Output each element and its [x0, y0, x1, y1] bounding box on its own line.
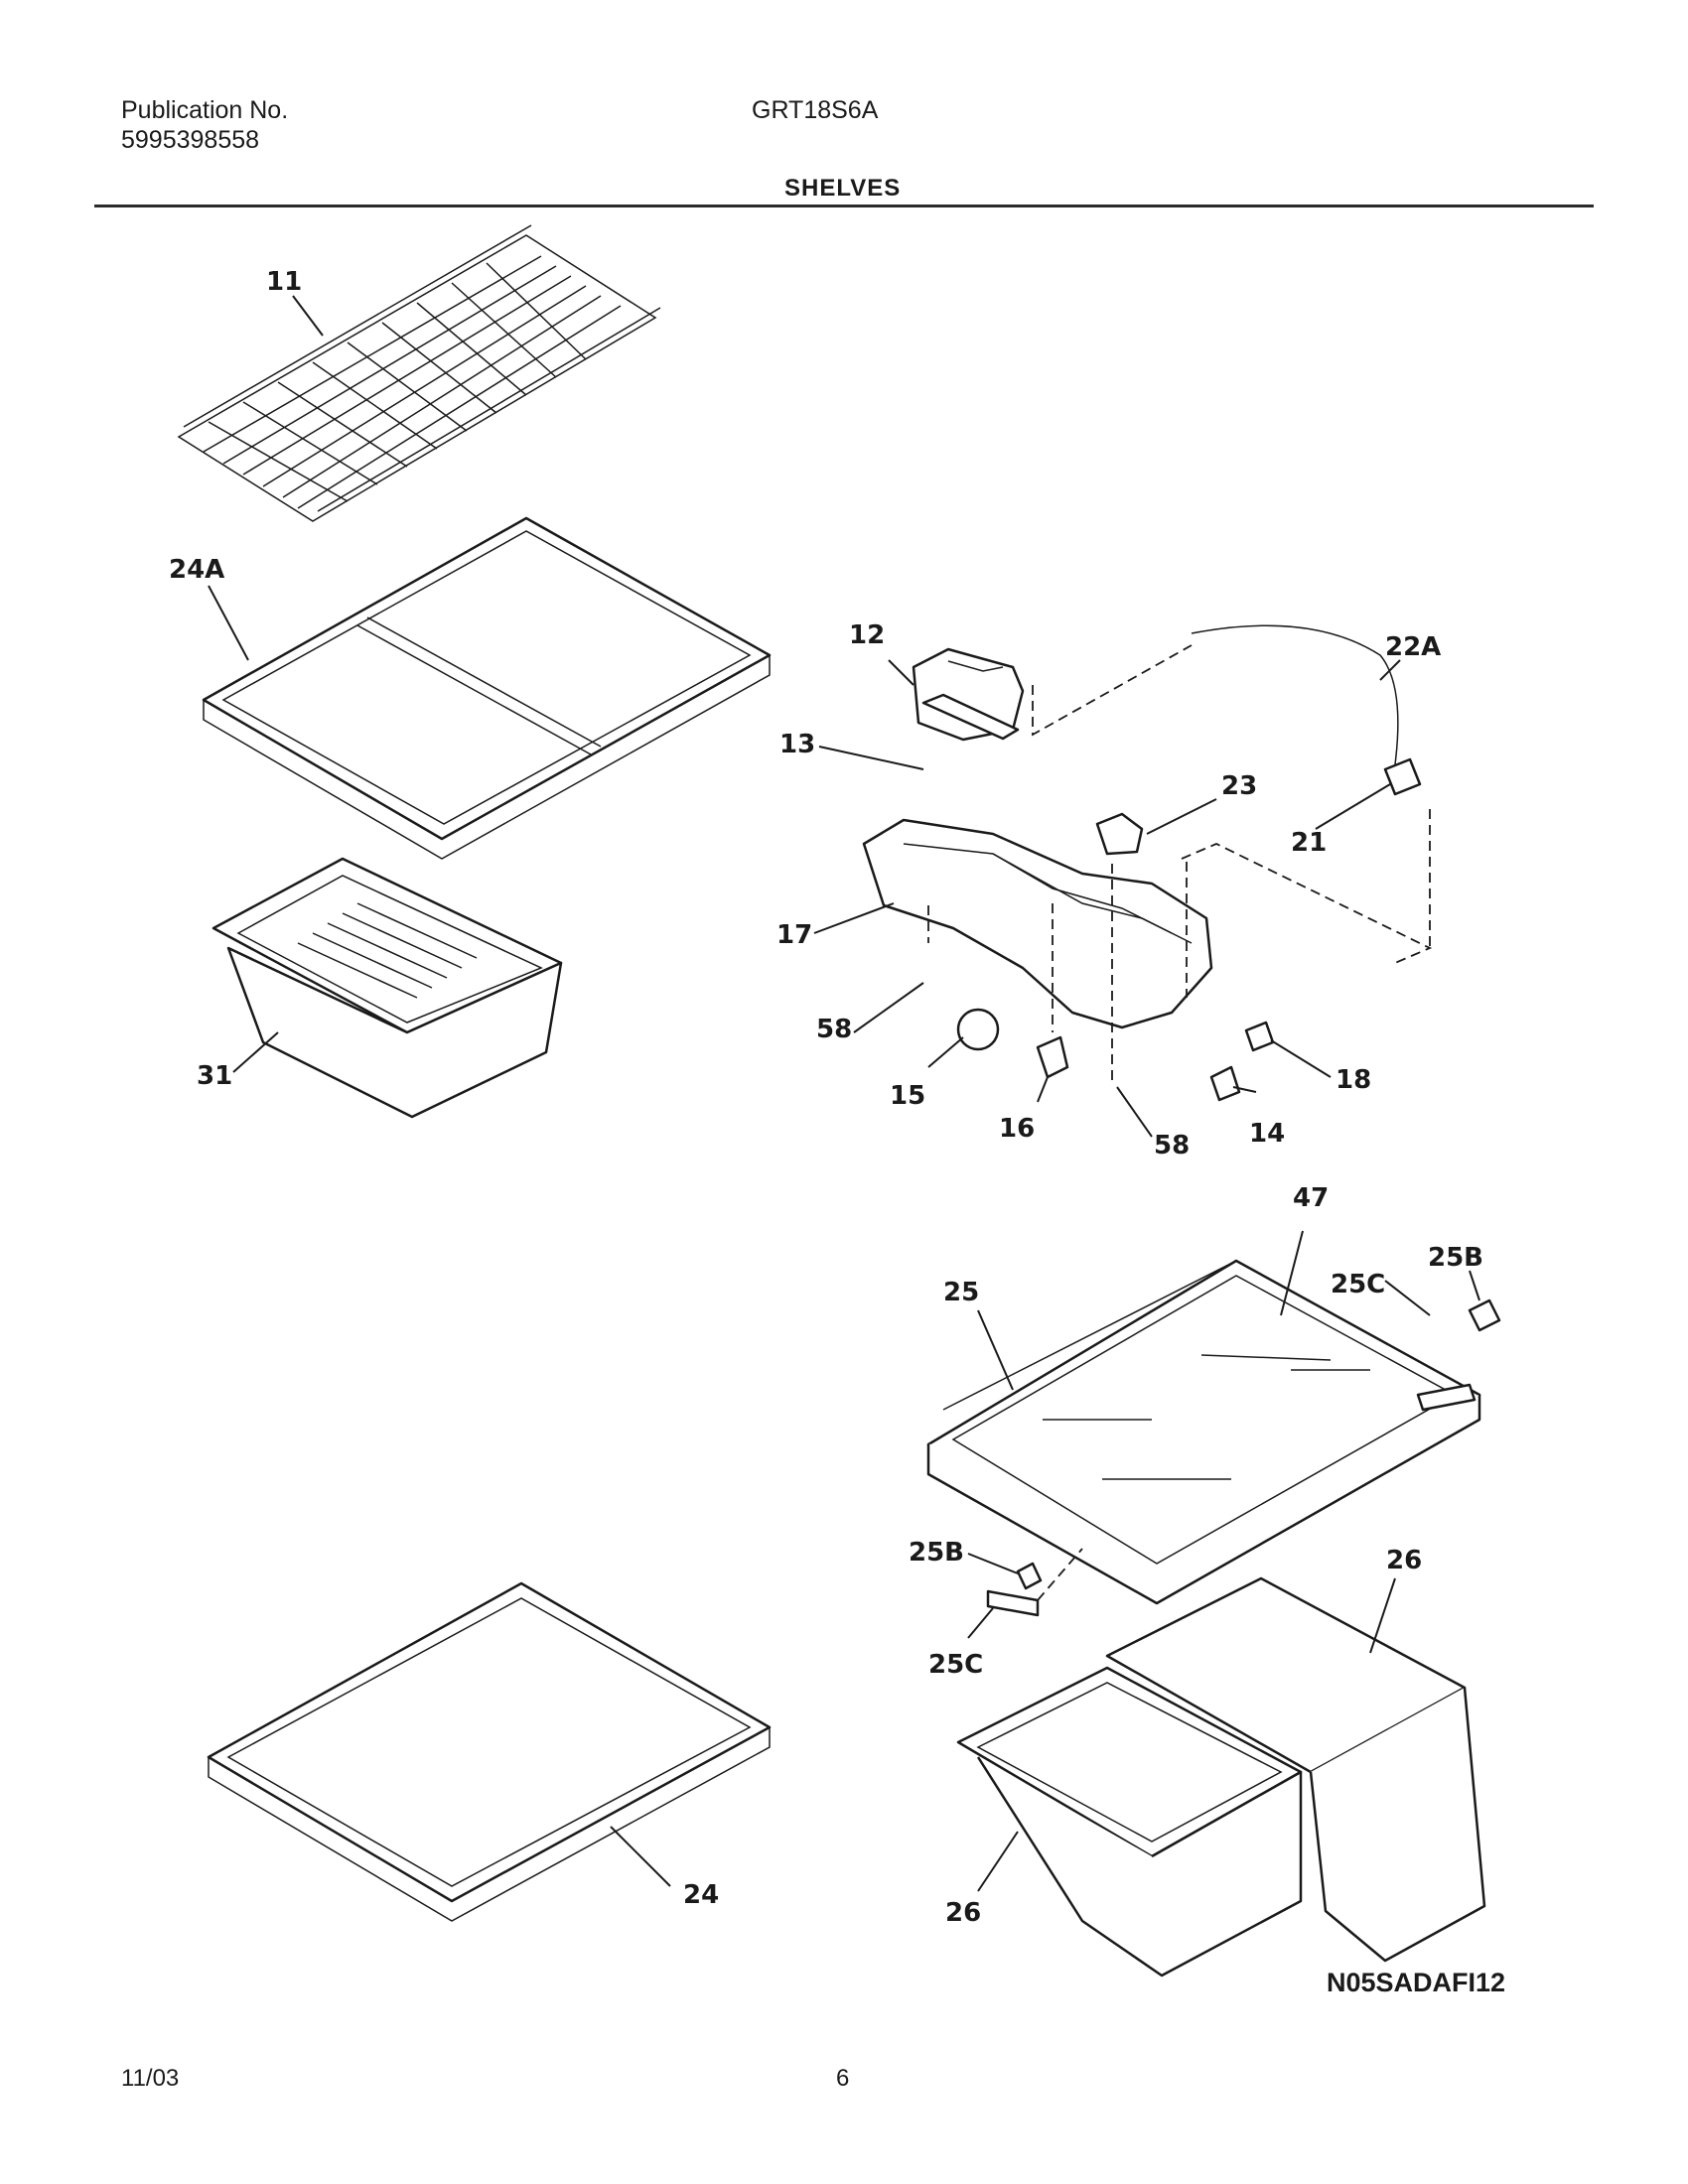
- page-number: 6: [836, 2065, 850, 2092]
- crisper-cover-drawing: [926, 1259, 1501, 1617]
- leader-lines: [208, 295, 1480, 1892]
- section-title: SHELVES: [784, 175, 902, 202]
- callout-label: 17: [776, 920, 812, 950]
- callout-label: 31: [197, 1061, 232, 1091]
- wire-shelf-drawing: [177, 224, 661, 522]
- callout-label: 16: [999, 1114, 1035, 1144]
- framed-shelf-drawing: [202, 516, 772, 860]
- model-number: GRT18S6A: [752, 96, 879, 124]
- drawing-code: N05SADAFI12: [1327, 1968, 1506, 1997]
- callout-label: 24A: [169, 555, 224, 585]
- header-rule: [94, 205, 1594, 207]
- callout-label: 25C: [928, 1650, 983, 1680]
- callout-label: 25: [943, 1278, 979, 1307]
- callout-label: 22A: [1385, 632, 1441, 662]
- callout-label: 25B: [1428, 1243, 1483, 1273]
- bulb-icon: [956, 1008, 1000, 1051]
- callout-label: 13: [779, 730, 815, 759]
- footer-date: 11/03: [121, 2065, 180, 2092]
- callout-label: 47: [1293, 1183, 1329, 1213]
- callout-label: 21: [1291, 828, 1327, 858]
- callout-label: 26: [945, 1898, 981, 1928]
- callout-label: 26: [1386, 1546, 1422, 1575]
- light-housing-drawing: [862, 624, 1433, 1102]
- callout-label: 58: [1154, 1131, 1190, 1160]
- callout-label: 15: [890, 1081, 925, 1111]
- callout-label: 24: [683, 1880, 719, 1910]
- crisper-drawers-drawing: [956, 1576, 1486, 1978]
- callout-label: 12: [849, 620, 885, 650]
- publication-number: 5995398558: [121, 126, 260, 154]
- callout-label: 18: [1336, 1065, 1371, 1095]
- callout-label: 11: [266, 267, 302, 297]
- callout-label: 25B: [909, 1538, 964, 1568]
- callout-label: 14: [1249, 1119, 1285, 1149]
- callout-label: 23: [1221, 771, 1257, 801]
- publication-label: Publication No.: [121, 96, 289, 124]
- crisper-pan-drawing: [211, 857, 563, 1119]
- callout-label: 58: [816, 1015, 852, 1044]
- callout-label: 25C: [1331, 1270, 1385, 1299]
- glass-shelf-drawing: [207, 1581, 772, 1922]
